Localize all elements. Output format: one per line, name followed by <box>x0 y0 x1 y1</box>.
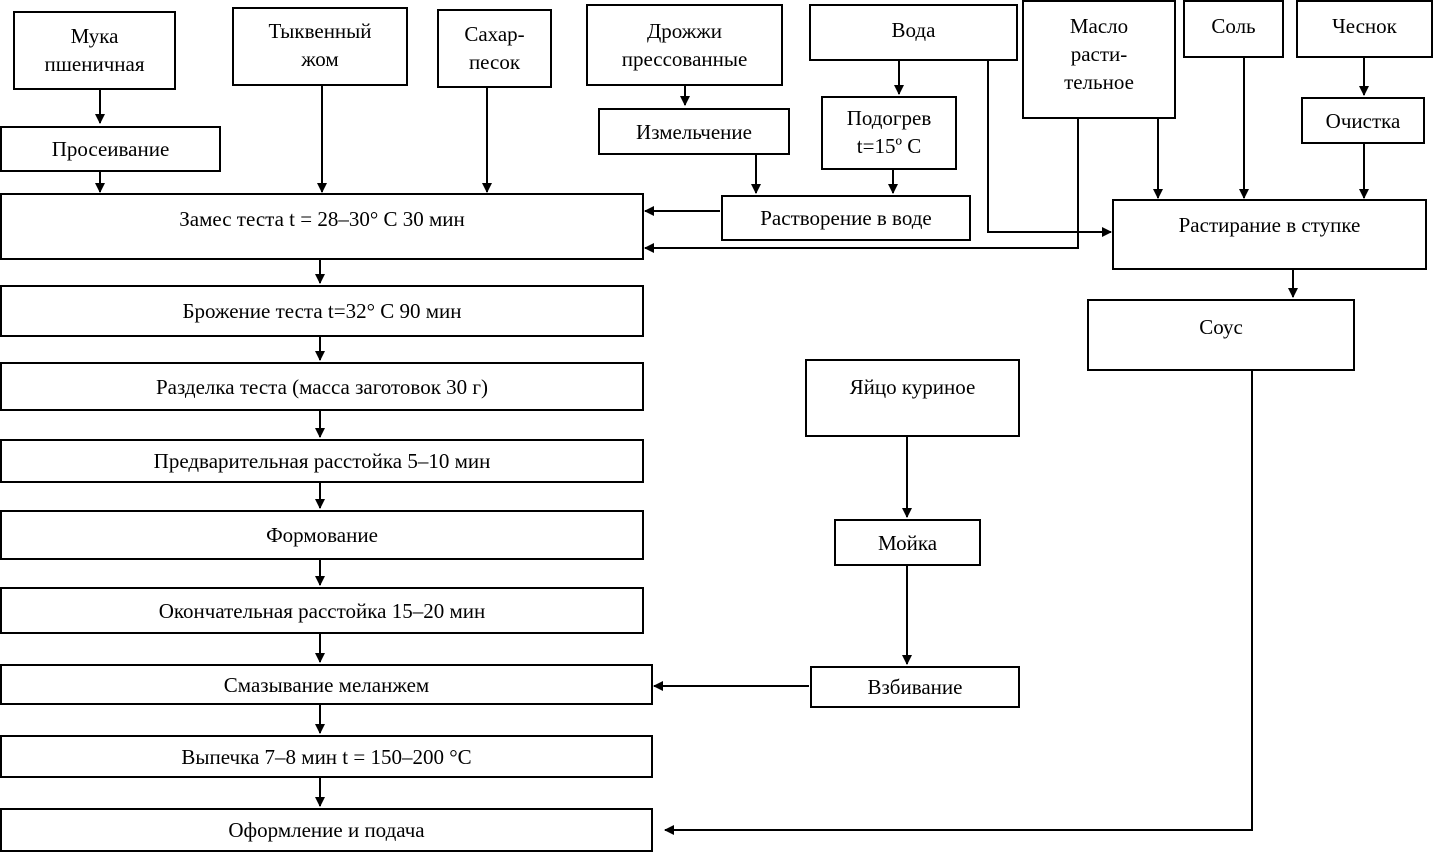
box-mortar: Растирание в ступке <box>1112 199 1427 270</box>
box-whisking: Взбивание <box>810 666 1020 708</box>
arrow-oil-kneading <box>644 119 1079 253</box>
box-yeast: Дрожжи прессованные <box>586 4 783 86</box>
box-heating: Подогрев t=15º С <box>821 96 957 170</box>
box-sifting: Просеивание <box>0 126 221 172</box>
box-water: Вода <box>809 4 1018 61</box>
box-flour: Мука пшеничная <box>13 11 176 90</box>
box-oil: Масло расти- тельное <box>1022 0 1176 119</box>
box-pre-proofing: Предварительная расстойка 5–10 мин <box>0 439 644 483</box>
box-dividing: Разделка теста (масса заготовок 30 г) <box>0 362 644 411</box>
box-baking: Выпечка 7–8 мин t = 150–200 °С <box>0 735 653 778</box>
box-salt: Соль <box>1183 0 1284 58</box>
box-serving: Оформление и подача <box>0 808 653 852</box>
box-grinding: Измельчение <box>598 108 790 155</box>
box-kneading: Замес теста t = 28–30° С 30 мин <box>0 193 644 260</box>
box-glazing: Смазывание меланжем <box>0 664 653 705</box>
box-dissolving: Растворение в воде <box>721 195 971 241</box>
box-garlic: Чеснок <box>1296 0 1433 58</box>
box-egg: Яйцо куриное <box>805 359 1020 437</box>
box-pumpkin: Тыквенный жом <box>232 7 408 86</box>
box-forming: Формование <box>0 510 644 560</box>
box-washing: Мойка <box>834 519 981 566</box>
box-sugar: Сахар- песок <box>437 9 552 88</box>
box-fermentation: Брожение теста t=32° С 90 мин <box>0 285 644 337</box>
arrow-water-mortar <box>987 61 1112 237</box>
box-peeling: Очистка <box>1301 97 1425 144</box>
box-sauce: Соус <box>1087 299 1355 371</box>
arrow-sauce-serving <box>664 371 1253 835</box>
box-final-proofing: Окончательная расстойка 15–20 мин <box>0 587 644 634</box>
